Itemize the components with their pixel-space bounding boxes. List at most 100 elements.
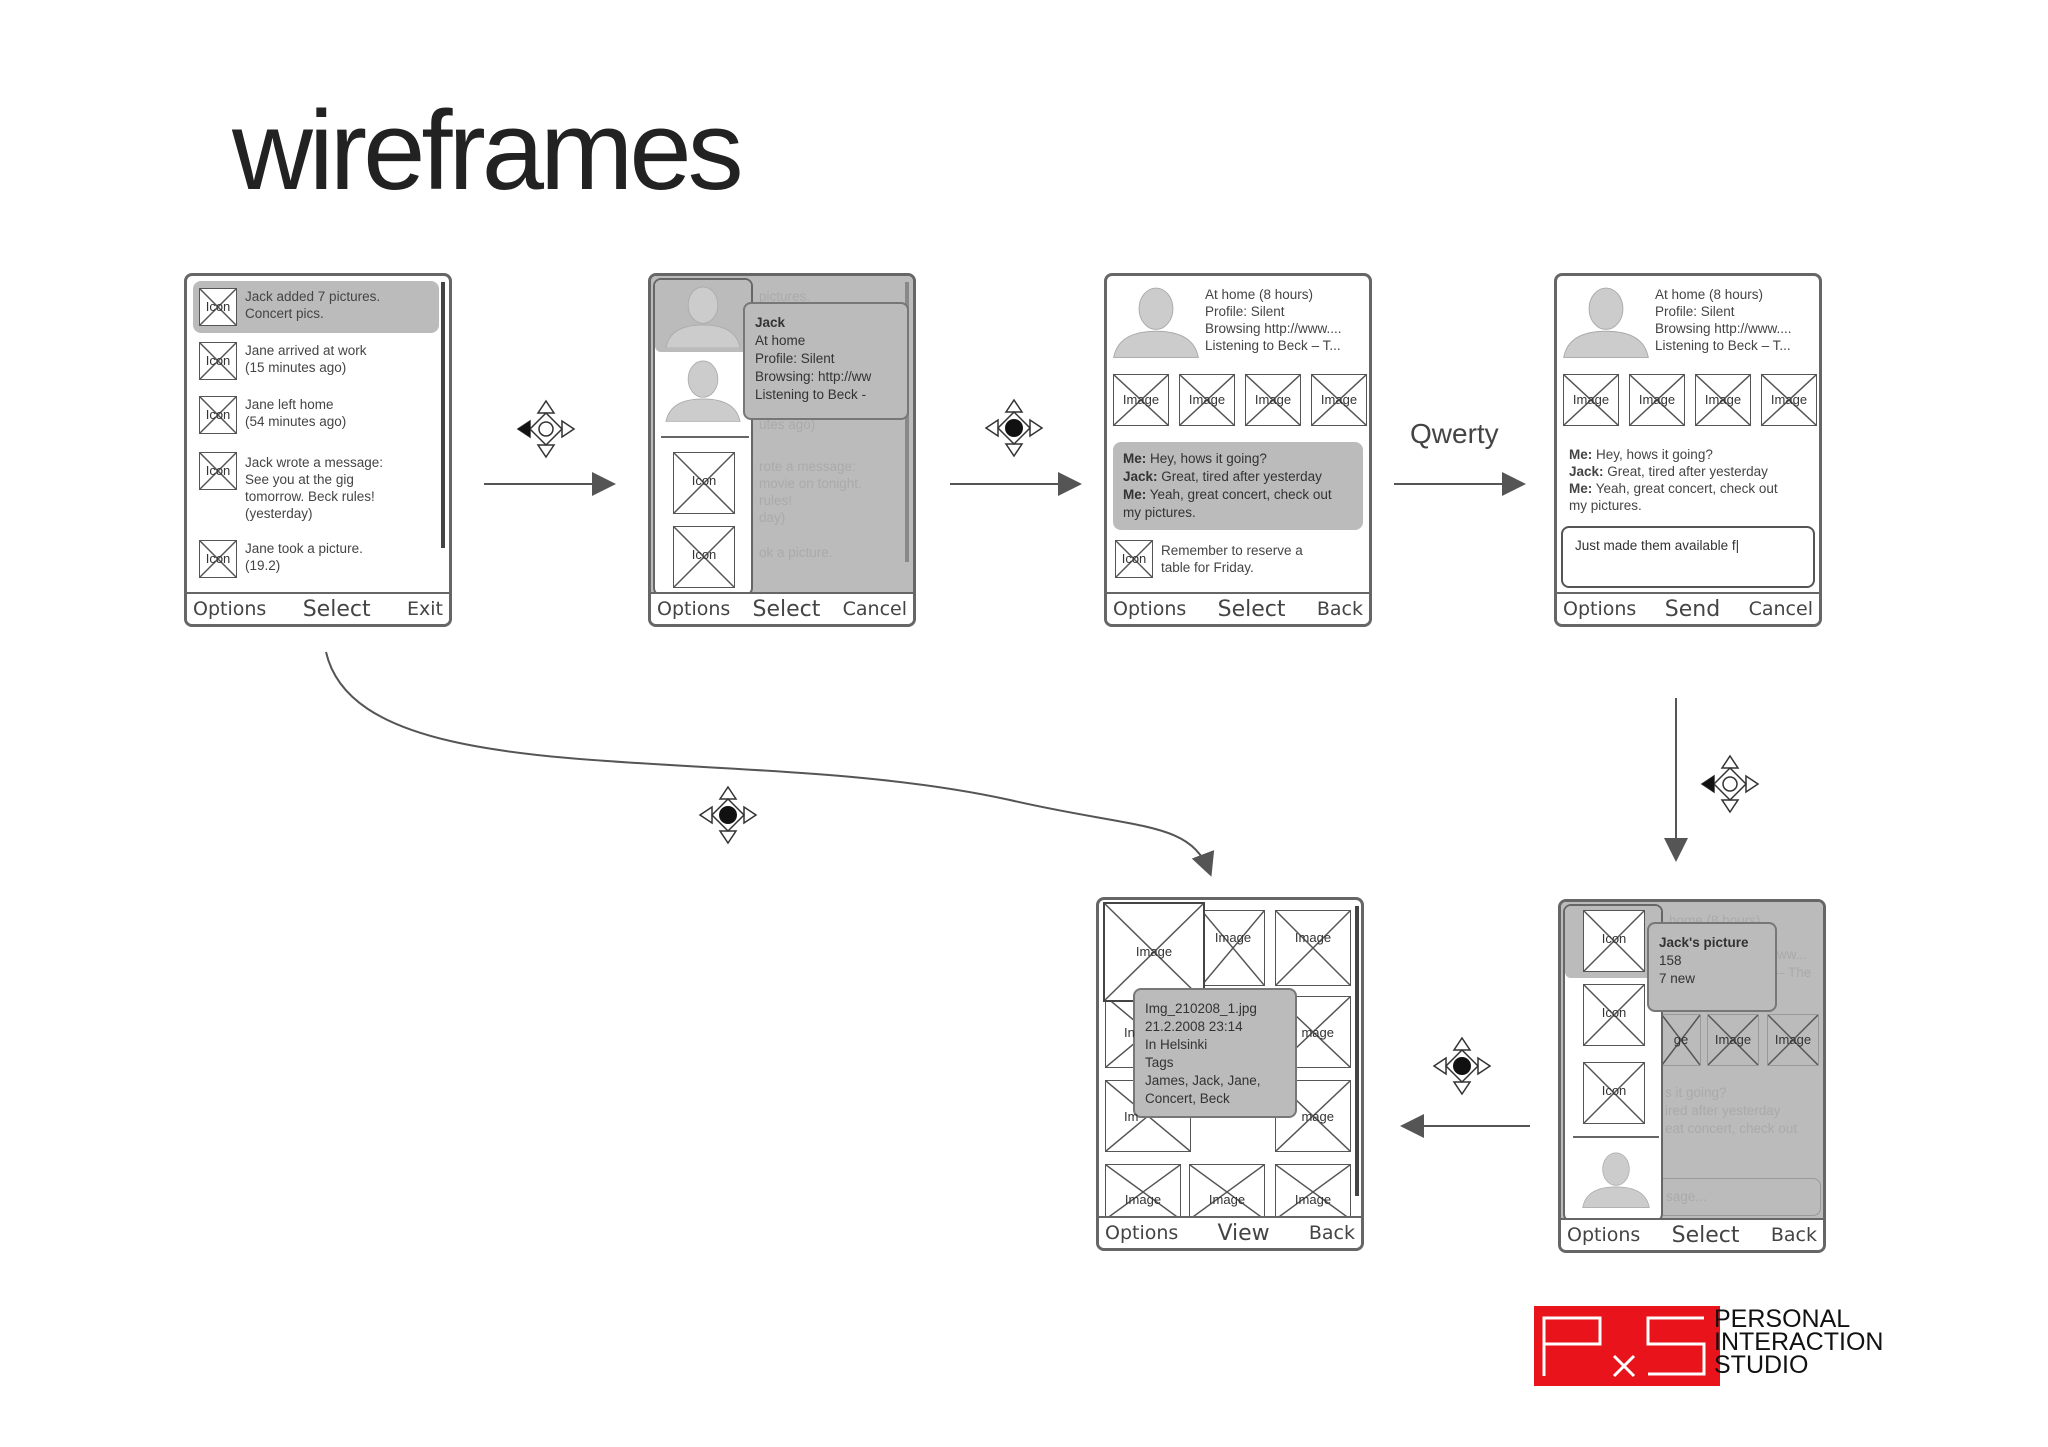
cancel-softkey[interactable]: Cancel — [842, 598, 907, 620]
image-thumb[interactable]: Image — [1563, 374, 1619, 426]
image-thumb[interactable]: Image — [1629, 374, 1685, 426]
softkey-bar: Options Select Back — [1561, 1218, 1823, 1250]
feed-item[interactable]: Jack wrote a message:See you at the gig … — [245, 455, 384, 521]
dpad-left-icon — [517, 400, 575, 458]
options-softkey[interactable]: Options — [1567, 1224, 1641, 1246]
screen-contact-detail: At home (8 hours)Profile: Silent Browsin… — [1104, 273, 1372, 627]
dimmed-text: rote a message: — [759, 459, 856, 474]
screen-gallery: Image Image In mage Im mage Image Image … — [1096, 897, 1364, 1251]
back-softkey[interactable]: Back — [1770, 1224, 1817, 1246]
scrollbar[interactable] — [905, 282, 909, 562]
image-thumb[interactable]: mage — [1275, 1080, 1351, 1152]
screen-compose: At home (8 hours)Profile: Silent Browsin… — [1554, 273, 1822, 627]
exit-softkey[interactable]: Exit — [407, 598, 443, 620]
dimmed-text: pictures. — [759, 289, 811, 304]
screen-feed: Icon Jack added 7 pictures.Concert pics.… — [184, 273, 452, 627]
status-info: At home (8 hours)Profile: Silent Browsin… — [1655, 287, 1792, 353]
softkey-bar: Options View Back — [1099, 1216, 1361, 1248]
options-softkey[interactable]: Options — [1105, 1222, 1179, 1244]
options-softkey[interactable]: Options — [657, 598, 731, 620]
picture-popup: Jack's picture 158 7 new — [1647, 922, 1777, 1012]
feed-item-icon: Icon — [199, 540, 237, 578]
image-thumb[interactable]: Image — [1113, 374, 1169, 426]
send-softkey[interactable]: Send — [1664, 596, 1721, 622]
screen-contact-bar: pictures. utes ago) rote a message: movi… — [648, 273, 916, 627]
dimmed-input: sage... — [1657, 1178, 1821, 1216]
image-thumb[interactable]: Im — [1105, 1080, 1191, 1152]
dimmed-text: movie on tonight. — [759, 476, 862, 491]
select-softkey[interactable]: Select — [1217, 596, 1286, 622]
dimmed-text: ired after yesterday — [1665, 1103, 1781, 1118]
options-softkey[interactable]: Options — [1563, 598, 1637, 620]
avatar-jack[interactable] — [661, 282, 745, 348]
image-thumb[interactable]: Image — [1761, 374, 1817, 426]
select-softkey[interactable]: Select — [1671, 1222, 1740, 1248]
dimmed-text: ww... — [1777, 947, 1808, 962]
qwerty-label: Qwerty — [1410, 418, 1499, 449]
softkey-bar: Options Select Exit — [187, 592, 449, 624]
divider — [661, 436, 749, 438]
options-softkey[interactable]: Options — [1113, 598, 1187, 620]
softkey-bar: Options Select Cancel — [651, 592, 913, 624]
avatar-jane[interactable] — [661, 356, 745, 422]
image-thumb[interactable]: Image — [1105, 1164, 1181, 1220]
image-thumb[interactable]: Image — [1245, 374, 1301, 426]
conversation-history: Me: Hey, hows it going? Jack: Great, tir… — [1569, 447, 1778, 513]
dimmed-text: rules! — [759, 493, 793, 508]
conversation-bubble[interactable]: Me: Hey, hows it going? Jack: Great, tir… — [1113, 442, 1363, 530]
dimmed-text: eat concert, check out — [1665, 1121, 1798, 1136]
feed-item-icon: Icon — [199, 342, 237, 380]
dimmed-text: s it going? — [1665, 1085, 1727, 1100]
image-thumb-selected[interactable]: Image — [1103, 902, 1205, 1002]
select-softkey[interactable]: Select — [302, 596, 371, 622]
reminder-icon: Icon — [1115, 540, 1153, 578]
dpad-select-icon — [985, 399, 1043, 457]
cancel-softkey[interactable]: Cancel — [1748, 598, 1813, 620]
image-thumb[interactable]: Image — [1179, 374, 1235, 426]
feed-item[interactable]: Jane left home(54 minutes ago) — [245, 397, 347, 429]
group-icon[interactable]: Icon — [1583, 1062, 1645, 1124]
dpad-select-icon — [699, 786, 757, 844]
group-icon[interactable]: Icon — [673, 526, 735, 588]
image-thumb[interactable]: In — [1105, 996, 1191, 1068]
group-icon[interactable]: Icon — [1583, 910, 1645, 972]
scrollbar[interactable] — [441, 282, 445, 548]
group-icon[interactable]: Icon — [1583, 984, 1645, 1046]
avatar-jack — [1559, 282, 1653, 358]
page-title: wireframes — [232, 88, 744, 213]
select-softkey[interactable]: Select — [752, 596, 821, 622]
feed-item[interactable]: Jane took a picture.(19.2) — [245, 541, 363, 573]
dpad-select-icon — [1433, 1037, 1491, 1095]
back-softkey[interactable]: Back — [1316, 598, 1363, 620]
scrollbar[interactable] — [1355, 906, 1359, 1196]
image-thumb[interactable]: Image — [1311, 374, 1367, 426]
softkey-bar: Options Select Back — [1107, 592, 1369, 624]
avatar-jack — [1109, 282, 1203, 358]
dimmed-text: – The — [1777, 965, 1812, 980]
group-icon[interactable]: Icon — [673, 452, 735, 514]
feed-item[interactable]: Jack added 7 pictures.Concert pics. — [245, 289, 381, 321]
image-thumb[interactable]: Image — [1275, 1164, 1351, 1220]
arrow-1-6 — [325, 651, 1215, 877]
pxs-logo-mark — [1534, 1306, 1720, 1386]
dimmed-text: utes ago) — [759, 417, 816, 432]
image-thumb[interactable]: Image — [1189, 1164, 1265, 1220]
image-thumb: ge — [1661, 1014, 1701, 1066]
softkey-bar: Options Send Cancel — [1557, 592, 1819, 624]
avatar-contact[interactable] — [1579, 1146, 1653, 1210]
image-thumb[interactable]: Image — [1275, 910, 1351, 986]
back-softkey[interactable]: Back — [1308, 1222, 1355, 1244]
options-softkey[interactable]: Options — [193, 598, 267, 620]
image-thumb: Image — [1767, 1014, 1819, 1066]
image-thumb[interactable]: Image — [1695, 374, 1751, 426]
logo-wordmark: PERSONAL INTERACTION STUDIO — [1714, 1305, 1884, 1379]
view-softkey[interactable]: View — [1217, 1220, 1270, 1246]
image-thumb[interactable]: mage — [1275, 996, 1351, 1068]
message-input[interactable]: Just made them available f| — [1561, 526, 1815, 588]
feed-item[interactable]: Jane arrived at work(15 minutes ago) — [245, 343, 367, 375]
image-details-popup: Img_210208_1.jpg 21.2.2008 23:14 In Hels… — [1133, 988, 1297, 1118]
dimmed-text: ok a picture. — [759, 545, 833, 560]
image-thumb[interactable]: Image — [1201, 910, 1265, 986]
